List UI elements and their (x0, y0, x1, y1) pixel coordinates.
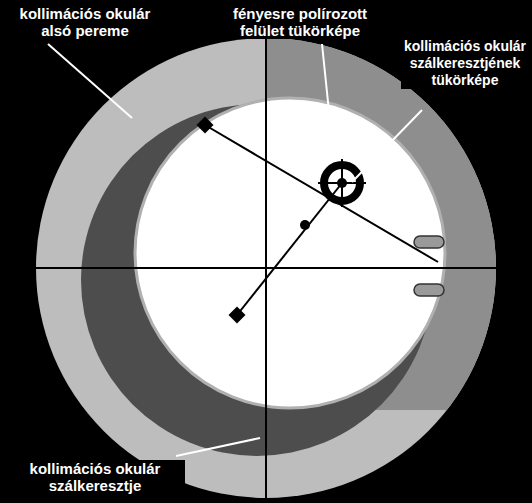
slot (414, 284, 444, 296)
leader-line (322, 44, 334, 160)
center-dot (300, 220, 310, 230)
clip-marker (197, 117, 214, 134)
vane-line (205, 125, 438, 262)
slot (414, 236, 444, 248)
clip-marker (229, 307, 246, 324)
leader-line (176, 438, 260, 456)
callout-label: fényesre polírozott felület tükörképe (213, 5, 387, 39)
callout-label: kollimációs okulár szálkeresztje (6, 460, 185, 494)
callout-label: kollimációs okulár alsó pereme (3, 5, 167, 39)
leader-line (352, 110, 422, 182)
crosshair-line (36, 267, 496, 269)
callout-label: kollimációs okulár szálkeresztjének tükö… (401, 38, 529, 89)
mirror-reflection (135, 98, 445, 408)
vane-line (237, 183, 342, 315)
leader-line (48, 44, 132, 118)
reflected-crosshair (341, 159, 343, 207)
